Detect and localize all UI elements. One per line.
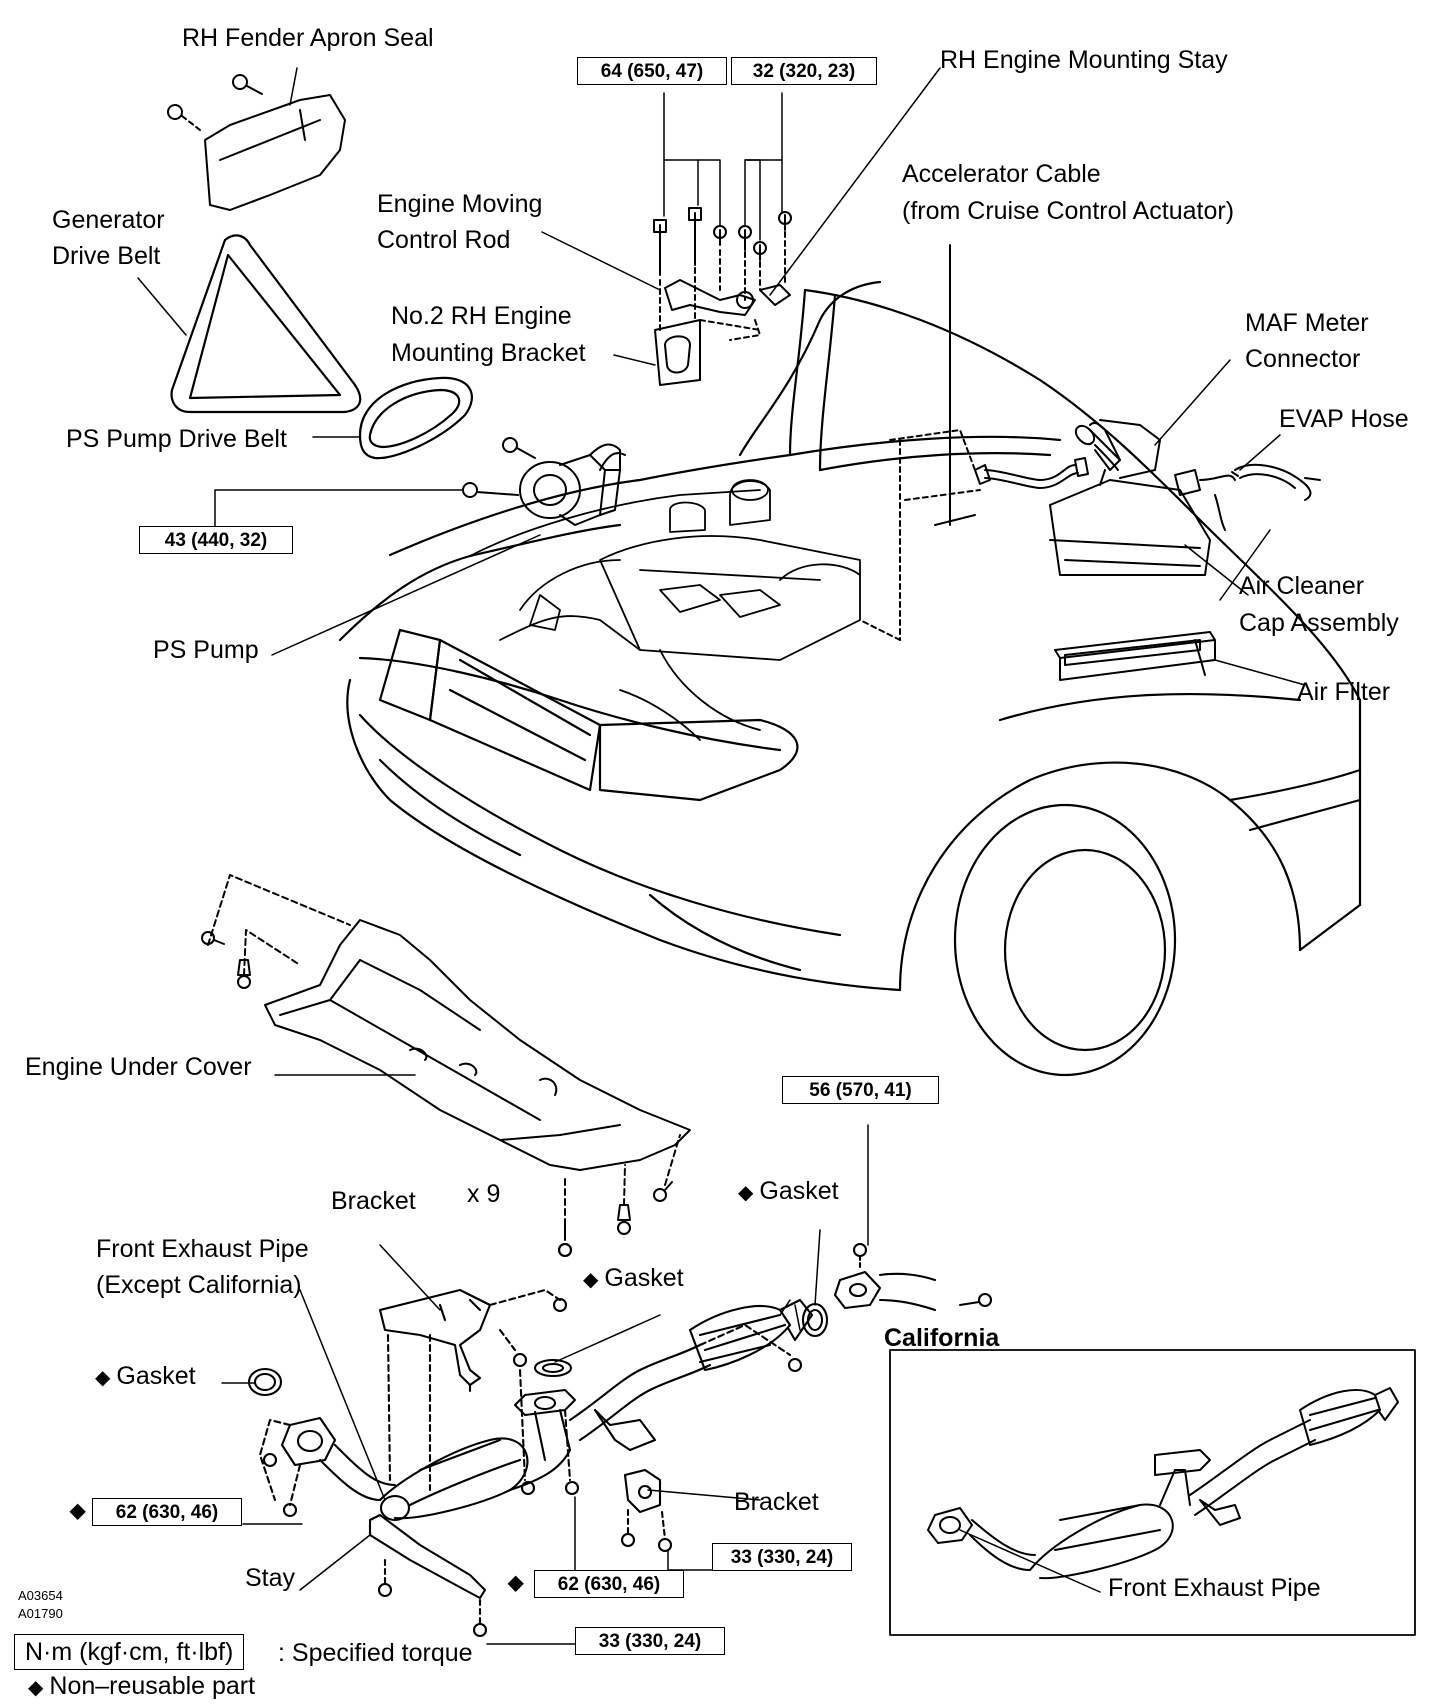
diamond-icon: ◆ (70, 1500, 86, 1522)
figure-code-2: A01790 (18, 1606, 63, 1621)
legend-unit-box: N·m (kgf·cm, ft·lbf) (14, 1634, 245, 1670)
diamond-icon: ◆ (28, 1677, 44, 1699)
label-air-cleaner-2: Cap Assembly (1239, 609, 1399, 637)
ps-pump-drive-belt-part (358, 376, 473, 460)
diamond-icon: ◆ (583, 1269, 599, 1291)
torque-box-56: 56 (570, 41) (782, 1076, 939, 1104)
diamond-icon: ◆ (95, 1367, 111, 1389)
label-rh-engine-mounting-stay: RH Engine Mounting Stay (940, 46, 1228, 74)
label-california: California (884, 1324, 1000, 1352)
torque-box-62-left: ◆ 62 (630, 46) (70, 1498, 245, 1526)
leader-lines (137, 67, 1306, 1645)
label-bracket-top: Bracket (331, 1187, 416, 1215)
diamond-icon: ◆ (508, 1572, 524, 1594)
engine-mount-parts (653, 207, 792, 386)
label-maf-meter-1: MAF Meter (1245, 309, 1369, 337)
torque-box-33-right: 33 (330, 24) (712, 1543, 852, 1571)
rh-fender-apron-seal-part (167, 74, 346, 211)
torque-box-64: 64 (650, 47) (577, 57, 727, 85)
engine-under-cover-part (201, 874, 691, 1257)
label-evap-hose: EVAP Hose (1279, 405, 1409, 433)
front-exhaust-pipe-part (247, 1242, 993, 1638)
label-stay: Stay (245, 1564, 296, 1592)
air-filter-part (1054, 631, 1216, 681)
label-front-exhaust-pipe: Front Exhaust Pipe (1108, 1574, 1321, 1602)
label-air-cleaner-1: Air Cleaner (1239, 572, 1365, 600)
label-accelerator-cable-2: (from Cruise Control Actuator) (902, 197, 1235, 225)
legend-non-reusable: ◆Non–reusable part (28, 1672, 256, 1700)
legend-specified-torque: : Specified torque (278, 1639, 473, 1667)
label-engine-under-cover: Engine Under Cover (25, 1053, 252, 1081)
torque-62-left-value: 62 (630, 46) (92, 1498, 242, 1526)
generator-drive-belt-part (170, 234, 362, 414)
california-inset (889, 1349, 1416, 1636)
label-gasket-left: ◆Gasket (95, 1362, 196, 1390)
label-ps-pump-drive-belt: PS Pump Drive Belt (66, 425, 287, 453)
label-accelerator-cable-1: Accelerator Cable (902, 160, 1101, 188)
label-engine-moving-1: Engine Moving (377, 190, 543, 218)
label-gasket-right: ◆Gasket (738, 1177, 839, 1205)
ps-pump-part (462, 437, 626, 526)
torque-62-mid-value: 62 (630, 46) (534, 1570, 684, 1598)
label-gasket-middle: ◆Gasket (583, 1264, 684, 1292)
torque-box-43: 43 (440, 32) (139, 526, 293, 554)
label-generator-1: Generator (52, 206, 165, 234)
label-air-filter: Air Filter (1297, 678, 1391, 706)
diamond-icon: ◆ (738, 1182, 754, 1204)
engine-bay (469, 479, 861, 741)
accelerator-cable-part (859, 244, 1089, 641)
air-cleaner-part (1049, 419, 1321, 576)
label-front-exhaust-except-1: Front Exhaust Pipe (96, 1235, 309, 1263)
torque-box-33-bottom: 33 (330, 24) (575, 1627, 725, 1655)
label-no2-bracket-2: Mounting Bracket (391, 339, 586, 367)
figure-code-1: A03654 (18, 1588, 63, 1603)
label-x9: x 9 (467, 1180, 501, 1208)
torque-box-62-mid: ◆ 62 (630, 46) (508, 1570, 688, 1598)
label-bracket-bottom: Bracket (734, 1488, 819, 1516)
label-ps-pump: PS Pump (153, 636, 259, 664)
torque-box-32: 32 (320, 23) (731, 57, 877, 85)
label-engine-moving-2: Control Rod (377, 226, 511, 254)
label-rh-fender-apron-seal: RH Fender Apron Seal (182, 24, 434, 52)
label-front-exhaust-except-2: (Except California) (96, 1271, 302, 1299)
car-body-outline (338, 280, 1362, 1077)
label-generator-2: Drive Belt (52, 242, 161, 270)
label-no2-bracket-1: No.2 RH Engine (391, 302, 572, 330)
label-maf-meter-2: Connector (1245, 345, 1361, 373)
